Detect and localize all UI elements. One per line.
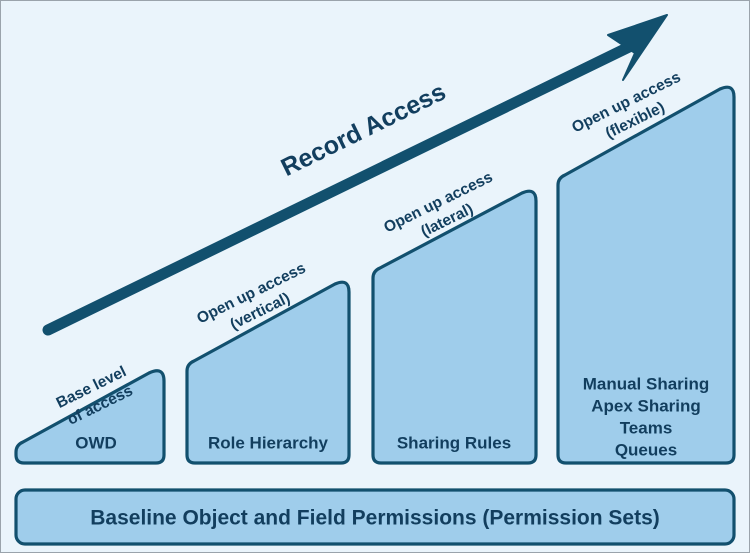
level-sharing-rules-label: Sharing Rules [397, 433, 511, 452]
arrow-head-icon [607, 14, 668, 81]
baseline-bar[interactable]: Baseline Object and Field Permissions (P… [14, 488, 736, 546]
level-owd-shape[interactable] [14, 369, 166, 465]
level-owd-label: OWD [75, 433, 117, 452]
level-manual-sharing[interactable]: Manual Sharing Apex Sharing Teams Queues… [556, 69, 736, 465]
level-sharing-rules-shape[interactable] [371, 189, 538, 465]
level-manual-sharing-line-1: Manual Sharing [583, 374, 710, 393]
level-role-hierarchy-shape[interactable] [185, 280, 351, 465]
level-manual-sharing-shape[interactable] [556, 85, 736, 465]
baseline-bar-shape[interactable] [14, 488, 736, 546]
arrow-shaft [42, 41, 635, 336]
level-sharing-rules[interactable]: Sharing Rules Open up access (lateral) [371, 169, 538, 465]
level-role-hierarchy-label: Role Hierarchy [208, 433, 329, 452]
record-access-arrow [42, 14, 668, 336]
level-owd[interactable]: OWD Base level of access [14, 363, 166, 465]
level-manual-sharing-line-3: Teams [620, 418, 673, 437]
level-role-hierarchy[interactable]: Role Hierarchy Open up access (vertical) [185, 260, 351, 465]
level-manual-sharing-line-4: Queues [615, 440, 677, 459]
level-manual-sharing-line-2: Apex Sharing [591, 396, 701, 415]
baseline-bar-label: Baseline Object and Field Permissions (P… [90, 507, 660, 530]
arrow-label: Record Access [277, 78, 451, 182]
